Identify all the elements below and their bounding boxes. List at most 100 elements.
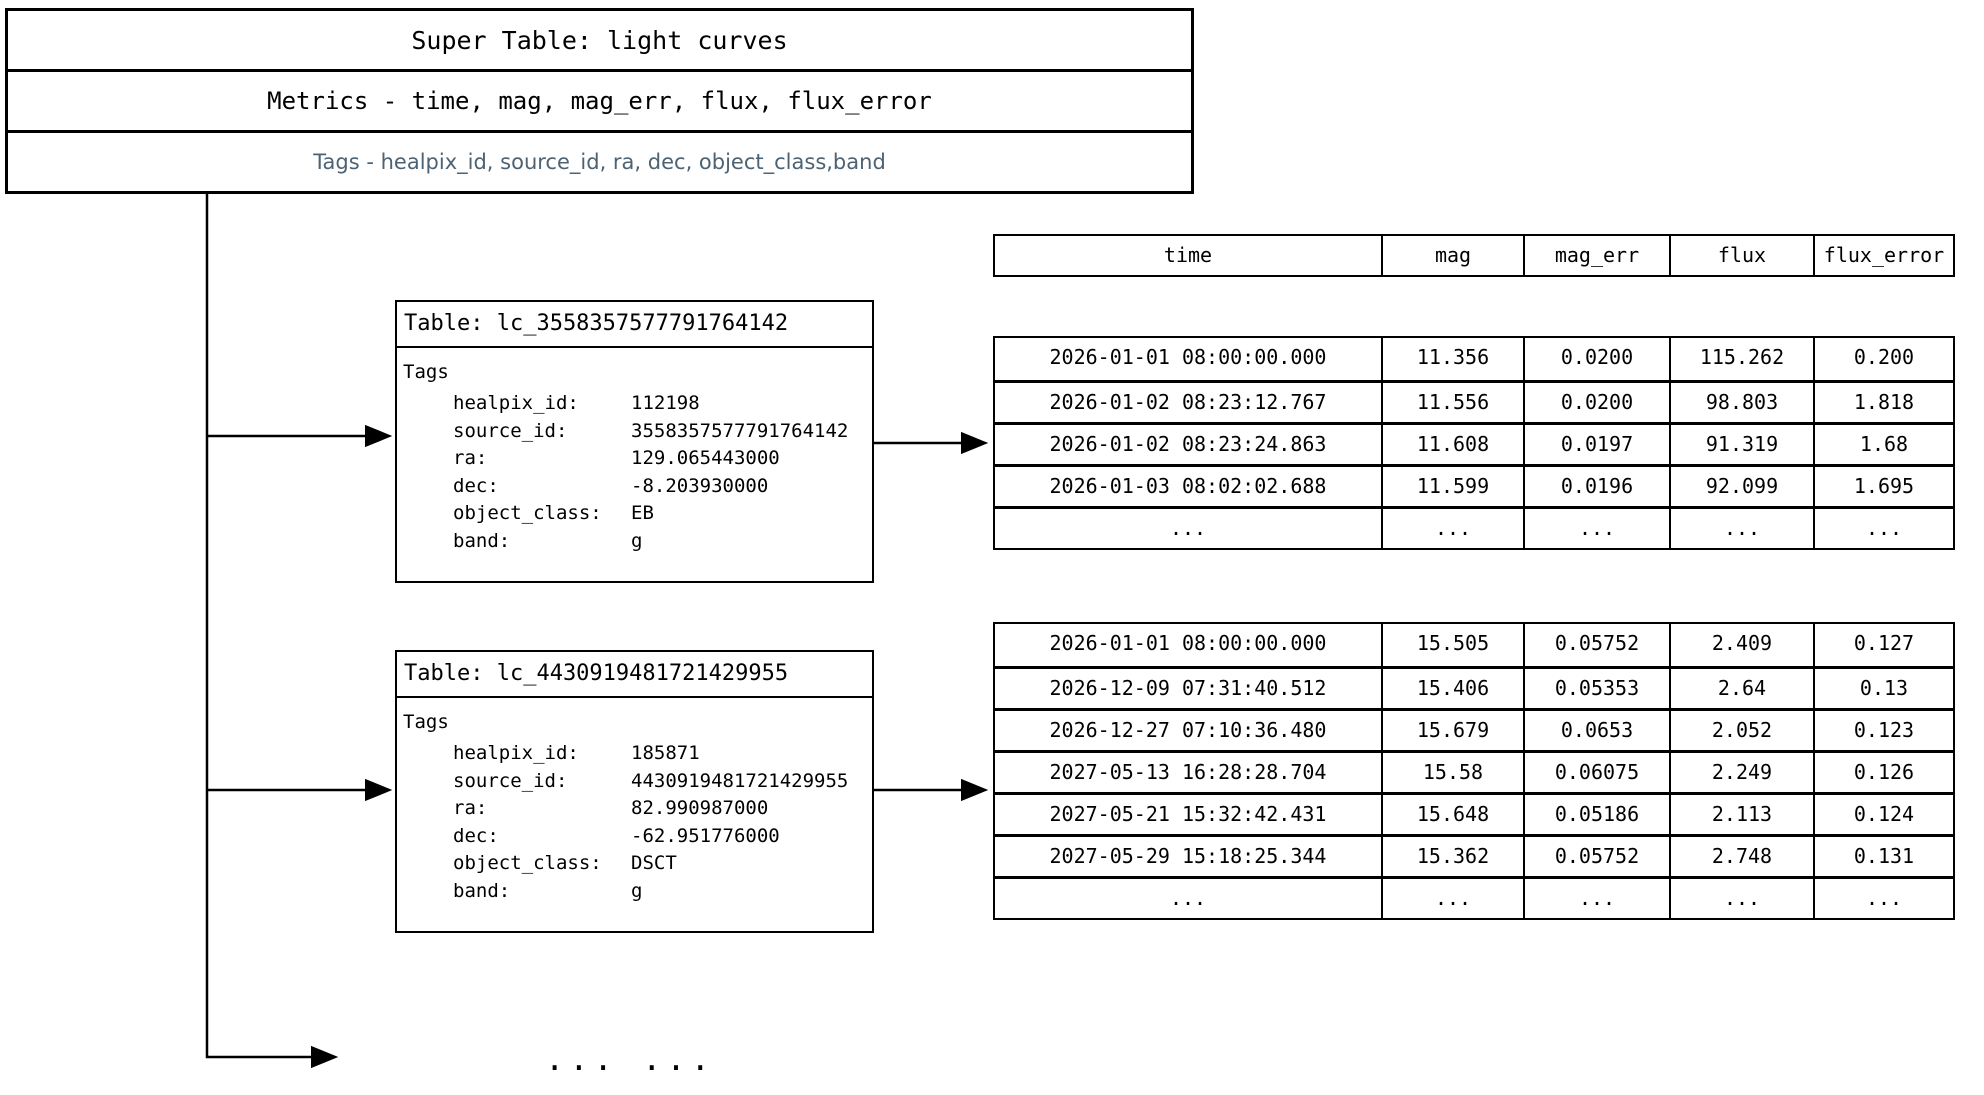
- column-header: time: [1163, 243, 1213, 267]
- table-cell: 11.608: [1381, 425, 1523, 464]
- tag-key: object_class:: [453, 502, 602, 524]
- tag-value: DSCT: [631, 852, 677, 874]
- child-table-2-title: Table: lc_4430919481721429955: [397, 652, 872, 698]
- column-header: mag_err: [1523, 236, 1669, 275]
- child-table-1-title: Table: lc_3558357577791764142: [397, 302, 872, 348]
- table-row: ...............: [995, 506, 1953, 548]
- table-row: ...............: [995, 876, 1953, 918]
- table-cell: 2026-01-01 08:00:00.000: [1049, 631, 1327, 655]
- table-cell: 2026-01-02 08:23:12.767: [1049, 390, 1327, 414]
- tag-key: healpix_id:: [453, 742, 579, 764]
- table-cell: 11.556: [1381, 383, 1523, 422]
- table-cell: 0.05353: [1523, 669, 1669, 708]
- tag-row: healpix_id:185871: [403, 740, 866, 768]
- tag-row: band:g: [403, 878, 866, 906]
- table-cell: ...: [1813, 509, 1953, 548]
- trunk-line-arrow: [205, 194, 339, 1069]
- table-cell: 0.200: [1813, 338, 1953, 380]
- tag-value: g: [631, 879, 643, 902]
- super-table-tags: Tags - healpix_id, source_id, ra, dec, o…: [8, 130, 1191, 191]
- tag-row: object_class: DSCT: [403, 850, 866, 878]
- tag-key: object_class:: [453, 852, 602, 874]
- tag-key: dec:: [453, 824, 499, 847]
- table-cell: 2026-01-01 08:00:00.000: [1049, 345, 1327, 369]
- table-cell: ...: [1381, 509, 1523, 548]
- table-cell: ...: [1669, 509, 1813, 548]
- tag-row: healpix_id: 112198: [403, 390, 866, 418]
- table-cell: 0.06075: [1523, 753, 1669, 792]
- tag-value: 82.990987000: [631, 797, 769, 819]
- super-table-title: Super Table: light curves: [411, 25, 788, 55]
- tags-section-label: Tags: [403, 711, 449, 733]
- tag-key: source_id:: [453, 769, 568, 792]
- tag-row: ra: 129.065443000: [403, 445, 866, 473]
- tags-section-label: Tags: [403, 361, 449, 383]
- tag-key: ra:: [453, 447, 488, 469]
- column-header: flux_error: [1813, 236, 1953, 275]
- child-table-box-2: Table: lc_4430919481721429955 Tags healp…: [395, 650, 874, 933]
- table-cell: 2.249: [1669, 753, 1813, 792]
- table-cell: 0.0653: [1523, 711, 1669, 750]
- table-cell: 0.0200: [1523, 383, 1669, 422]
- table-cell: ...: [1813, 879, 1953, 918]
- table-cell: 2.113: [1669, 795, 1813, 834]
- table-cell: 2026-12-09 07:31:40.512: [1049, 676, 1327, 700]
- table-cell: 2026-01-02 08:23:24.863: [1049, 432, 1327, 456]
- tag-row: source_id: 3558357577791764142: [403, 418, 866, 446]
- tag-row: band:g: [403, 528, 866, 556]
- table-cell: 0.13: [1813, 669, 1953, 708]
- table-cell: 0.0200: [1523, 338, 1669, 380]
- table-cell: 15.679: [1381, 711, 1523, 750]
- tag-value: 112198: [631, 392, 700, 414]
- tag-value: EB: [631, 502, 654, 524]
- table-cell: 15.362: [1381, 837, 1523, 876]
- table-cell: 2027-05-21 15:32:42.431: [1049, 802, 1327, 826]
- table-cell: 2.64: [1669, 669, 1813, 708]
- table-cell: 0.126: [1813, 753, 1953, 792]
- table-cell: 2.052: [1669, 711, 1813, 750]
- table-cell: 2.748: [1669, 837, 1813, 876]
- table-cell: 0.05752: [1523, 624, 1669, 666]
- tag-key: dec:: [453, 474, 499, 497]
- tag-value: 3558357577791764142: [631, 419, 849, 442]
- table-cell: 15.505: [1381, 624, 1523, 666]
- table-cell: 11.356: [1381, 338, 1523, 380]
- table-cell: 2.409: [1669, 624, 1813, 666]
- table-cell: 92.099: [1669, 467, 1813, 506]
- super-table-metrics: Metrics - time, mag, mag_err, flux, flux…: [8, 69, 1191, 130]
- tag-value: 129.065443000: [631, 447, 780, 469]
- tag-key: source_id:: [453, 419, 568, 442]
- tag-key: healpix_id:: [453, 392, 579, 414]
- table-cell: 15.58: [1381, 753, 1523, 792]
- super-table-box: Super Table: light curves Metrics - time…: [5, 8, 1194, 194]
- more-tables-ellipsis: ... ...: [545, 1040, 715, 1078]
- tag-value: -62.951776000: [631, 824, 780, 847]
- table-cell: 0.131: [1813, 837, 1953, 876]
- child-table-1-tags-list: healpix_id: 112198 source_id: 3558357577791…: [403, 390, 866, 555]
- table-cell: 2026-12-27 07:10:36.480: [1049, 718, 1327, 742]
- table-cell: 0.124: [1813, 795, 1953, 834]
- table-cell: 0.0197: [1523, 425, 1669, 464]
- tag-value: 4430919481721429955: [631, 769, 849, 792]
- table-cell: 115.262: [1669, 338, 1813, 380]
- tag-row: source_id: 4430919481721429955: [403, 768, 866, 796]
- table-cell: ...: [1169, 516, 1207, 540]
- column-header: flux: [1669, 236, 1813, 275]
- table-cell: ...: [1169, 886, 1207, 910]
- table-cell: ...: [1381, 879, 1523, 918]
- table-cell: 2027-05-13 16:28:28.704: [1049, 760, 1327, 784]
- table-cell: 0.0196: [1523, 467, 1669, 506]
